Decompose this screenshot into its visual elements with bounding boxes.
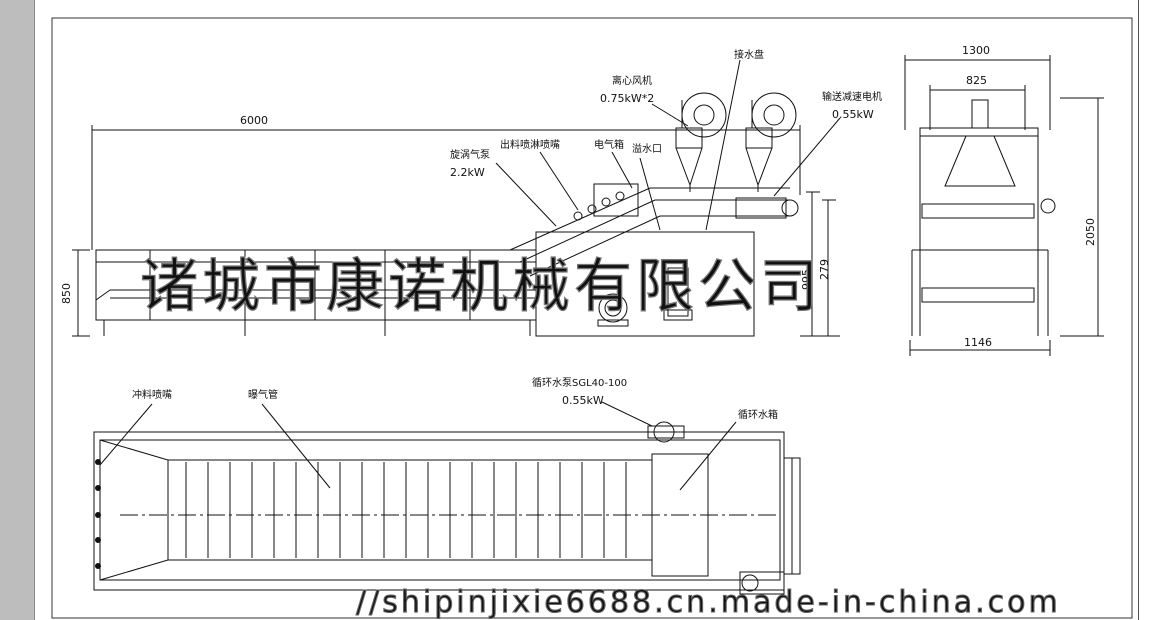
label-electric-box: 电气箱 <box>594 138 624 151</box>
end-view <box>904 55 1104 356</box>
dim-width-825: 825 <box>966 74 987 87</box>
label-circ-pump-power: 0.55kW <box>562 394 604 407</box>
label-fan-power: 0.75kW*2 <box>600 92 654 105</box>
drawing-frame <box>51 17 1133 619</box>
dim-width-1300: 1300 <box>962 44 990 57</box>
side-view <box>72 59 841 337</box>
left-gutter <box>0 0 35 620</box>
watermark-company: 诸城市康诺机械有限公司 <box>140 252 822 320</box>
label-aeration-pipe: 曝气管 <box>248 388 278 401</box>
dim-length-total: 6000 <box>240 114 268 127</box>
label-flush-nozzle: 冲料喷嘴 <box>132 388 172 401</box>
dim-height-279: 279 <box>818 259 831 280</box>
dim-height-2050: 2050 <box>1084 218 1097 246</box>
label-circ-tank: 循环水箱 <box>738 408 778 421</box>
label-conveyor-motor: 输送减速电机 <box>822 90 882 103</box>
label-water-tray: 接水盘 <box>734 48 764 61</box>
label-motor-power: 0.55kW <box>832 108 874 121</box>
dim-width-1146: 1146 <box>964 336 992 349</box>
right-border <box>1138 0 1139 620</box>
label-outlet-spray: 出料喷淋喷嘴 <box>500 138 560 151</box>
dim-height-850: 850 <box>60 283 73 304</box>
watermark-url: //shipinjixie6688.cn.made-in-china.com <box>356 585 1061 620</box>
label-overflow: 溢水口 <box>632 142 662 155</box>
label-pump-power: 2.2kW <box>450 166 485 179</box>
dim-height-995: 995 <box>800 269 813 290</box>
label-centrifugal-fan: 离心风机 <box>612 74 652 87</box>
label-vortex-pump: 旋涡气泵 <box>450 148 490 161</box>
top-view <box>93 401 801 595</box>
label-circ-pump: 循环水泵SGL40-100 <box>532 376 627 389</box>
